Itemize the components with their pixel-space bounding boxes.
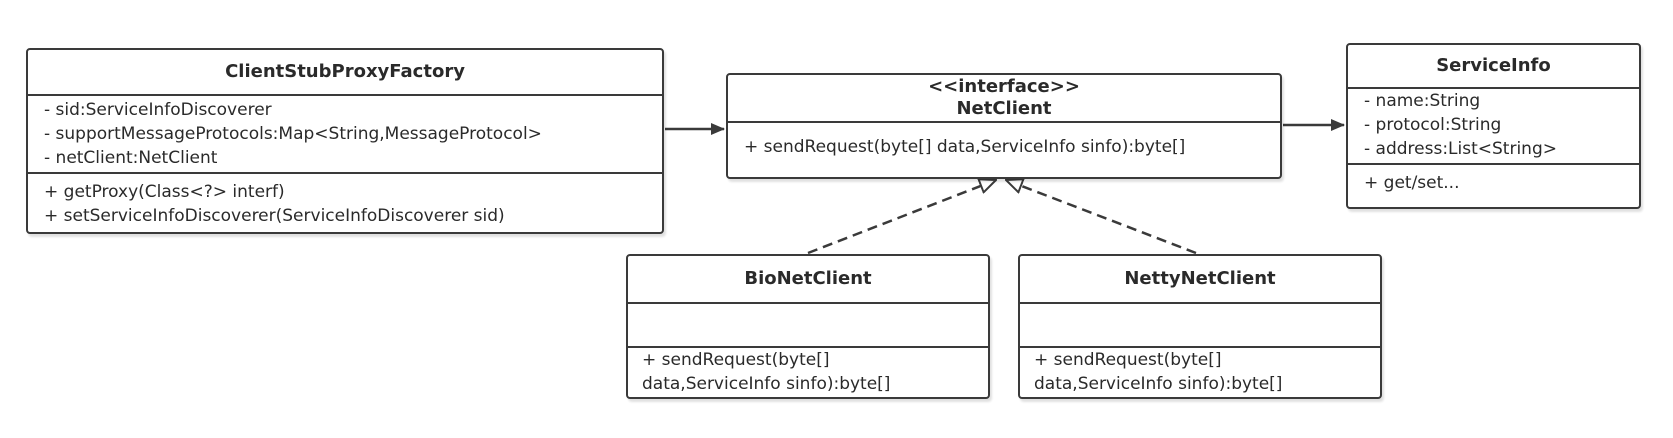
attribute-protocol: - protocol:String xyxy=(1364,115,1502,135)
class-service-info[interactable]: ServiceInfo - name:String - protocol:Str… xyxy=(1346,43,1641,209)
class-name: ServiceInfo xyxy=(1436,55,1551,76)
operation-set-service-info-discoverer: + setServiceInfoDiscoverer(ServiceInfoDi… xyxy=(44,206,505,226)
attributes-section: - name:String - protocol:String - addres… xyxy=(1348,89,1639,165)
class-header: BioNetClient xyxy=(628,256,988,304)
attribute-name: - name:String xyxy=(1364,91,1481,111)
operation-get-proxy: + getProxy(Class<?> interf) xyxy=(44,182,285,202)
stereotype-label: <<interface>> xyxy=(928,76,1080,97)
attribute-address: - address:List<String> xyxy=(1364,139,1557,159)
operation-send-request: + sendRequest(byte[] data,ServiceInfo si… xyxy=(744,137,1186,157)
class-header: ServiceInfo xyxy=(1348,45,1639,89)
interface-net-client[interactable]: <<interface>> NetClient + sendRequest(by… xyxy=(726,73,1282,179)
attributes-section xyxy=(1020,304,1380,348)
class-netty-net-client[interactable]: NettyNetClient + sendRequest(byte[] data… xyxy=(1018,254,1382,399)
operation-send-request: + sendRequest(byte[] data,ServiceInfo si… xyxy=(1034,350,1283,394)
realization-bionet-to-netclient xyxy=(807,180,996,255)
operations-section: + getProxy(Class<?> interf) + setService… xyxy=(28,174,662,230)
class-client-stub-proxy-factory[interactable]: ClientStubProxyFactory - sid:ServiceInfo… xyxy=(26,48,664,234)
class-header: <<interface>> NetClient xyxy=(728,75,1280,123)
operation-send-request: + sendRequest(byte[] data,ServiceInfo si… xyxy=(642,350,891,394)
realization-nettynet-to-netclient xyxy=(1006,180,1197,255)
attribute-net-client: - netClient:NetClient xyxy=(44,148,218,168)
attribute-support-message-protocols: - supportMessageProtocols:Map<String,Mes… xyxy=(44,124,542,144)
class-header: NettyNetClient xyxy=(1020,256,1380,304)
operations-section: + sendRequest(byte[] data,ServiceInfo si… xyxy=(728,123,1280,161)
class-bio-net-client[interactable]: BioNetClient + sendRequest(byte[] data,S… xyxy=(626,254,990,399)
class-name: NetClient xyxy=(956,98,1052,119)
attributes-section: - sid:ServiceInfoDiscoverer - supportMes… xyxy=(28,96,662,174)
class-name: BioNetClient xyxy=(744,268,872,289)
operation-get-set: + get/set... xyxy=(1364,173,1460,193)
attribute-sid: - sid:ServiceInfoDiscoverer xyxy=(44,100,272,120)
operations-section: + sendRequest(byte[] data,ServiceInfo si… xyxy=(1020,348,1380,397)
operations-section: + sendRequest(byte[] data,ServiceInfo si… xyxy=(628,348,988,397)
attributes-section xyxy=(628,304,988,348)
class-name: ClientStubProxyFactory xyxy=(225,61,465,82)
operations-section: + get/set... xyxy=(1348,165,1639,197)
class-header: ClientStubProxyFactory xyxy=(28,50,662,96)
class-name: NettyNetClient xyxy=(1124,268,1276,289)
